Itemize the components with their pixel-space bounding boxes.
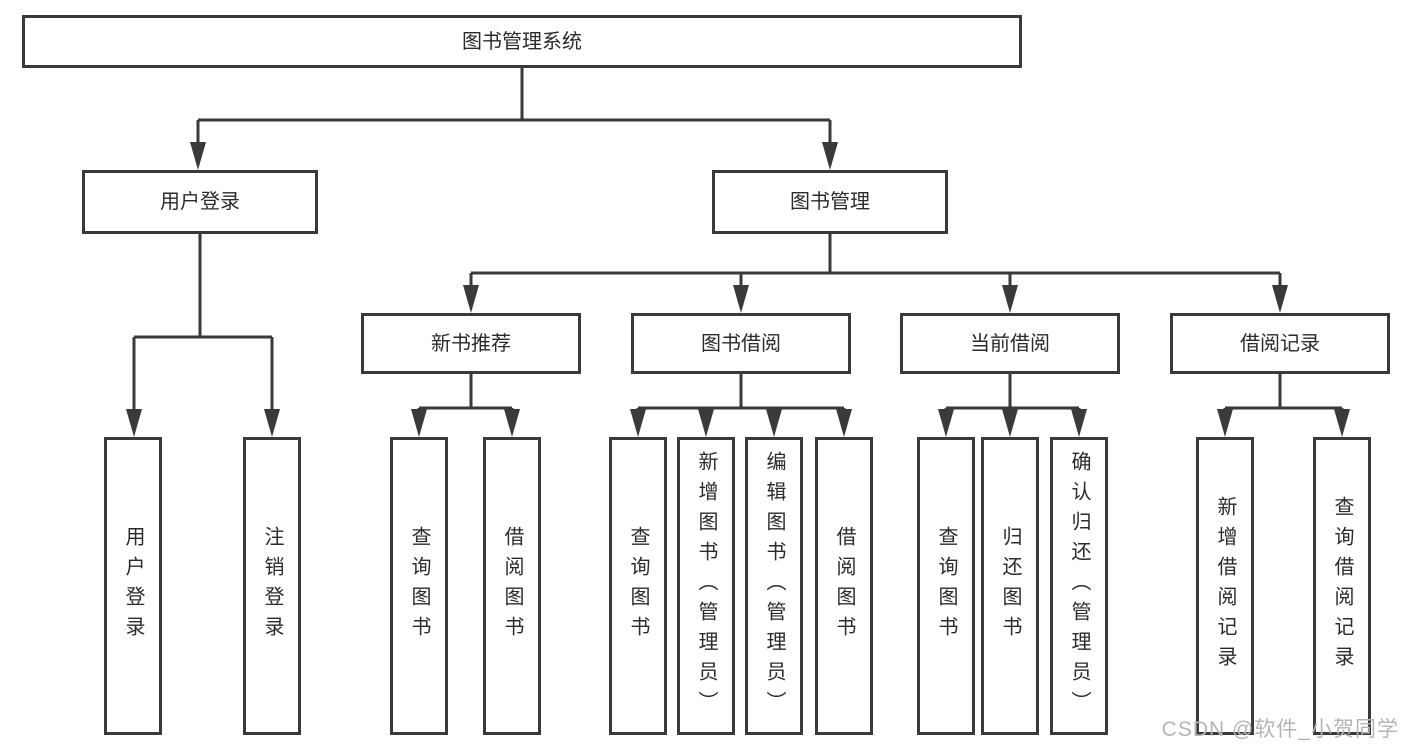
- watermark-text: CSDN @软件_小贺同学: [1161, 718, 1399, 741]
- arrowhead: [1002, 409, 1018, 437]
- arrowhead: [1002, 285, 1018, 313]
- node-current-borrow: 当前借阅: [900, 313, 1120, 374]
- connector-borrow-records: [1223, 374, 1344, 420]
- arrowhead: [1071, 409, 1087, 437]
- leaf-query-books-3: 查询图书: [917, 437, 975, 735]
- arrowhead: [733, 285, 749, 313]
- connector-book-borrow: [636, 374, 846, 420]
- arrowhead: [1272, 285, 1288, 313]
- arrowhead: [463, 285, 479, 313]
- connector-book-management: [469, 234, 1282, 296]
- leaf-user-login: 用户登录: [104, 437, 162, 735]
- leaf-add-borrow-record: 新增借阅记录: [1196, 437, 1254, 735]
- node-book-borrow: 图书借阅: [631, 313, 851, 374]
- leaf-borrow-books-2: 借阅图书: [815, 437, 873, 735]
- arrowhead: [264, 409, 280, 437]
- leaf-confirm-return-admin: 确认归还（管理员）: [1050, 437, 1108, 735]
- arrowhead: [1217, 409, 1233, 437]
- arrowhead: [698, 409, 714, 437]
- arrowhead: [126, 409, 142, 437]
- leaf-edit-book-admin: 编辑图书（管理员）: [745, 437, 803, 735]
- node-borrow-records: 借阅记录: [1170, 313, 1390, 374]
- arrowhead: [630, 409, 646, 437]
- leaf-return-book: 归还图书: [981, 437, 1039, 735]
- arrowhead: [190, 142, 206, 170]
- arrowhead: [504, 409, 520, 437]
- connector-new-book: [417, 374, 514, 420]
- arrowhead: [411, 409, 427, 437]
- arrowhead: [1334, 409, 1350, 437]
- connector-root: [196, 68, 832, 150]
- node-book-management: 图书管理: [712, 170, 948, 234]
- node-root: 图书管理系统: [22, 15, 1022, 68]
- leaf-add-book-admin: 新增图书（管理员）: [677, 437, 735, 735]
- leaf-query-books-1: 查询图书: [390, 437, 448, 735]
- leaf-query-borrow-record: 查询借阅记录: [1313, 437, 1371, 735]
- node-new-book-recommend: 新书推荐: [361, 313, 581, 374]
- arrowhead: [938, 409, 954, 437]
- leaf-borrow-books-1: 借阅图书: [483, 437, 541, 735]
- arrowhead: [766, 409, 782, 437]
- connector-user-login: [132, 234, 274, 420]
- arrowhead: [822, 142, 838, 170]
- leaf-logout: 注销登录: [243, 437, 301, 735]
- leaf-query-books-2: 查询图书: [609, 437, 667, 735]
- arrowhead: [836, 409, 852, 437]
- node-user-login: 用户登录: [82, 170, 318, 234]
